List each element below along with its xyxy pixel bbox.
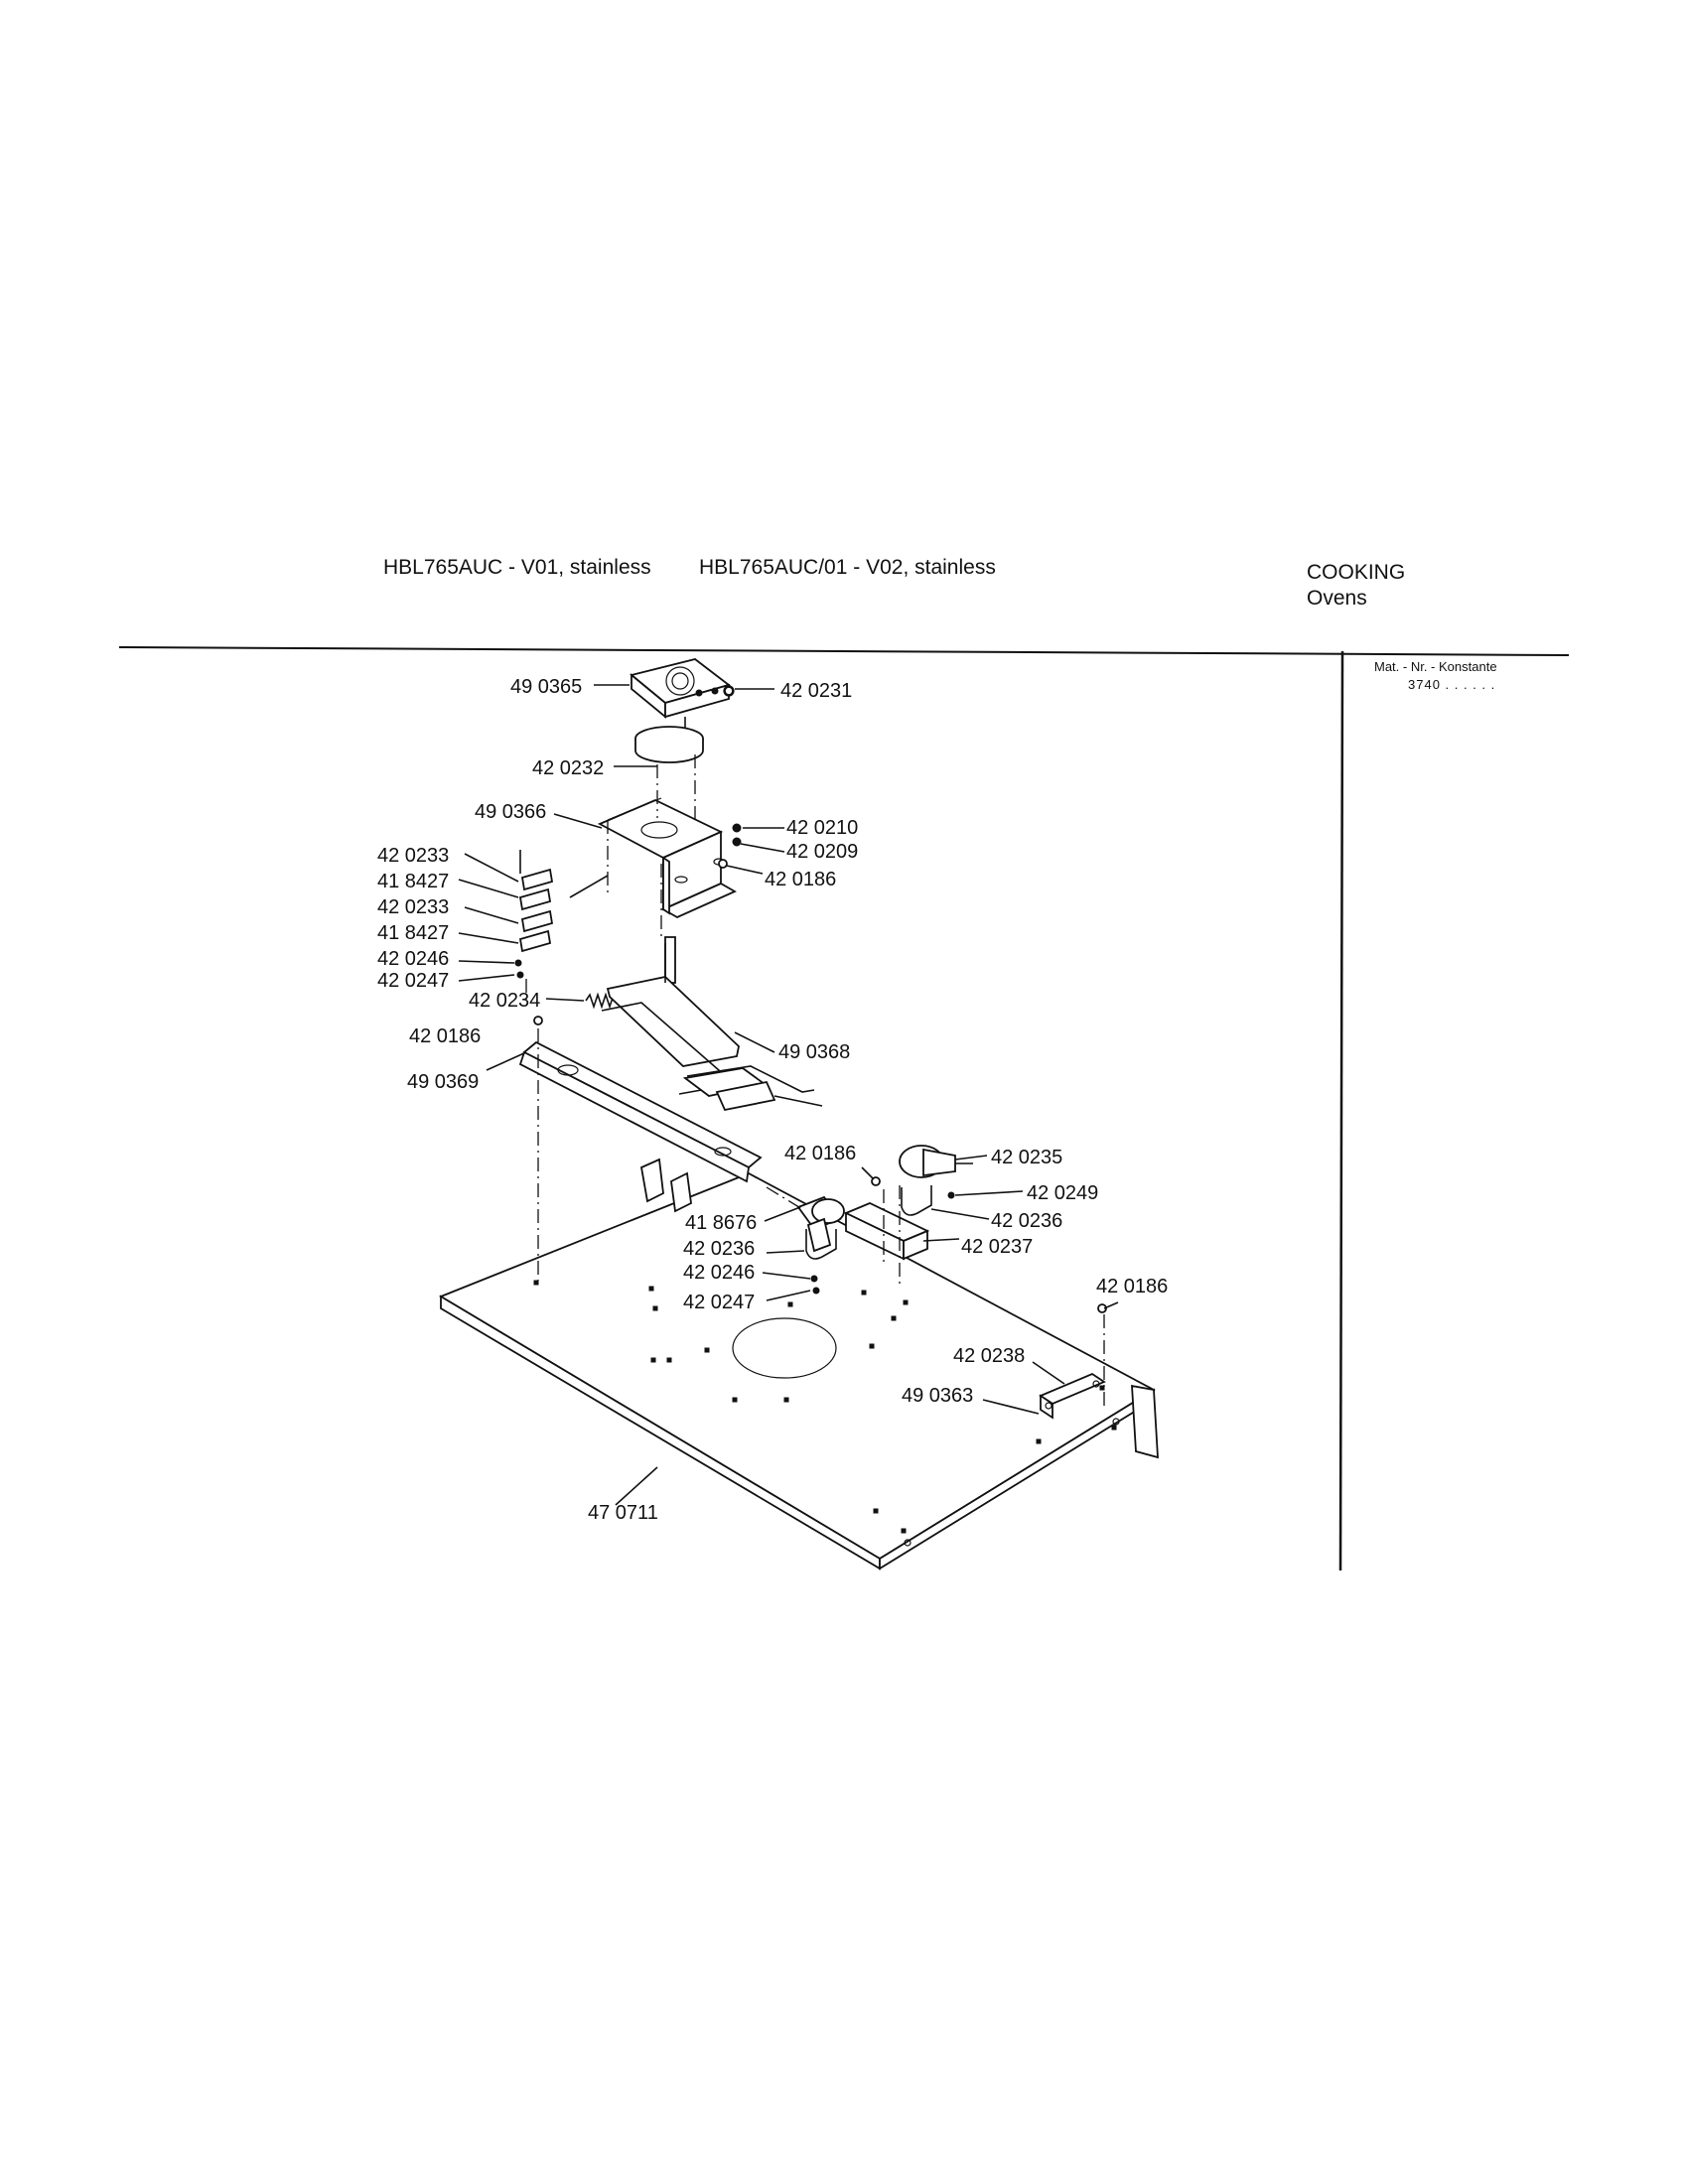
part-490369-rail (518, 1040, 763, 1213)
callout-420249: 42 0249 (1027, 1182, 1098, 1204)
screw-icons (533, 686, 1107, 1313)
part-490366-bracket (597, 797, 737, 919)
mat-nr-label: Mat. - Nr. - Konstante (1374, 659, 1497, 674)
callout-420186-a: 42 0186 (765, 869, 836, 890)
part-420235-sensor (899, 1145, 973, 1178)
callout-420232: 42 0232 (532, 757, 604, 779)
callout-420233-a: 42 0233 (377, 845, 449, 867)
callout-490369: 49 0369 (407, 1071, 479, 1093)
callout-490368: 49 0368 (778, 1041, 850, 1063)
callout-418427-a: 41 8427 (377, 871, 449, 892)
model-title-v02: HBL765AUC/01 - V02, stainless (699, 556, 996, 579)
callout-420186-c: 42 0186 (784, 1143, 856, 1164)
part-418676-thermostat (796, 1195, 845, 1253)
part-490365-assembly (630, 658, 735, 763)
callout-420247-b: 42 0247 (683, 1292, 755, 1313)
switch-contact-stack (514, 850, 609, 979)
callout-490365: 49 0365 (510, 676, 582, 698)
category-block: COOKING Ovens (1307, 560, 1405, 612)
callout-470711: 47 0711 (588, 1502, 658, 1524)
callout-420210: 42 0210 (786, 817, 858, 839)
part-490368-element (601, 936, 823, 1112)
callout-420209: 42 0209 (786, 841, 858, 863)
callout-420236-a: 42 0236 (991, 1210, 1062, 1232)
header-rule (118, 646, 1570, 656)
callout-490363: 49 0363 (902, 1385, 973, 1407)
callout-420234: 42 0234 (469, 990, 540, 1012)
callout-420233-b: 42 0233 (377, 896, 449, 918)
leader-lines (458, 684, 1119, 1506)
base-plate (438, 1172, 1159, 1570)
callout-420246-b: 42 0246 (683, 1262, 755, 1284)
callout-420247-a: 42 0247 (377, 970, 449, 992)
assembly-center-lines (525, 754, 1105, 1410)
clip-420236-right (901, 1185, 932, 1216)
part-420237-bracket (843, 1202, 930, 1261)
callout-420186-d: 42 0186 (1096, 1276, 1168, 1297)
callout-420238: 42 0238 (953, 1345, 1025, 1367)
callout-420231: 42 0231 (780, 680, 852, 702)
callout-420246-a: 42 0246 (377, 948, 449, 970)
mat-nr-value: 3740 . . . . . . (1408, 677, 1496, 692)
category-label: COOKING (1307, 561, 1406, 584)
callout-420235: 42 0235 (991, 1147, 1062, 1168)
callout-418676: 41 8676 (685, 1212, 757, 1234)
model-title-v01: HBL765AUC - V01, stainless (383, 556, 651, 579)
callout-418427-b: 41 8427 (377, 922, 449, 944)
clip-420236-left (805, 1229, 837, 1260)
callout-490366: 49 0366 (475, 801, 546, 823)
subcategory-label: Ovens (1307, 587, 1367, 610)
part-420238-bracket (1039, 1372, 1106, 1420)
callout-420237: 42 0237 (961, 1236, 1033, 1258)
callout-420236-b: 42 0236 (683, 1238, 755, 1260)
callout-420186-b: 42 0186 (409, 1025, 481, 1047)
sidebar-divider (1338, 650, 1344, 1571)
